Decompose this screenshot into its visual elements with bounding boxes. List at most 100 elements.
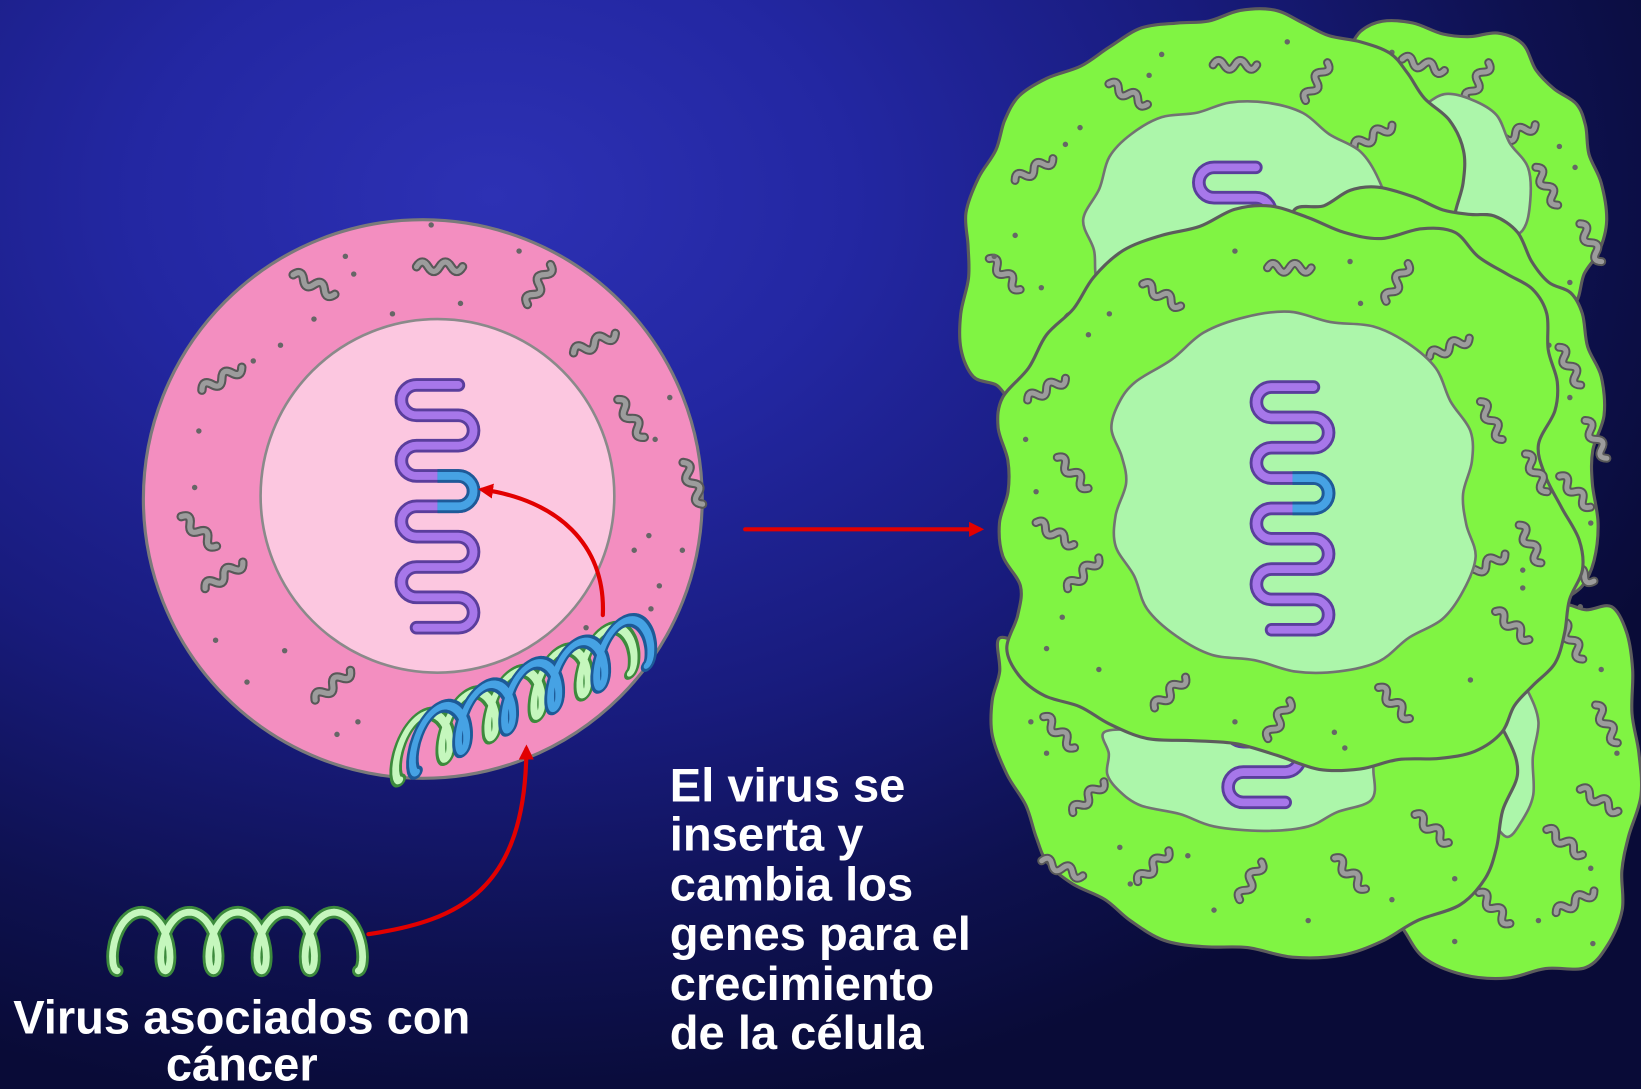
organelle — [1520, 449, 1552, 497]
granule — [583, 624, 589, 631]
granule — [244, 679, 250, 685]
granule — [1520, 585, 1526, 591]
granule — [1590, 940, 1596, 947]
organelle-body — [1332, 855, 1369, 892]
organelle-body — [312, 667, 354, 703]
organelle-body — [615, 396, 647, 440]
organelle — [613, 394, 649, 443]
organelle-body — [1235, 859, 1266, 903]
organelle — [1010, 154, 1058, 185]
annotation-line: genes para el — [670, 907, 971, 960]
granule — [1451, 938, 1458, 945]
granule — [1588, 865, 1594, 871]
organelle — [197, 362, 247, 395]
annotation-line: crecimiento — [670, 957, 934, 1010]
organelle-body — [1577, 221, 1605, 265]
granule — [1211, 907, 1217, 913]
granule — [646, 532, 652, 539]
organelle — [1475, 397, 1507, 444]
organelle — [1531, 162, 1563, 210]
organelle — [1554, 342, 1586, 390]
organelle — [1514, 520, 1546, 568]
virus-label: Virus asociados con cáncer — [13, 991, 470, 1089]
organelle-body — [1264, 260, 1314, 275]
granule — [1106, 311, 1113, 317]
granule — [652, 436, 658, 443]
viral-dna-strand — [392, 623, 638, 785]
granule — [1342, 745, 1348, 751]
organelle — [1299, 58, 1334, 106]
organelle-body — [1210, 57, 1260, 72]
granule — [355, 719, 361, 725]
cell-organelles — [1451, 616, 1623, 947]
granule — [1347, 258, 1353, 265]
organelle — [1062, 553, 1104, 594]
organelle — [1208, 56, 1262, 74]
organelle — [1575, 783, 1623, 818]
arrow-virus-to-cell — [366, 744, 534, 937]
granule — [1096, 666, 1102, 673]
cancer-cell-front — [996, 203, 1585, 773]
organelle — [1138, 278, 1186, 312]
granule — [212, 637, 219, 643]
organelle — [521, 259, 557, 310]
organelle-body — [1533, 164, 1561, 208]
virus-label-line: Virus asociados con — [13, 991, 470, 1044]
inserted-gene — [437, 472, 478, 511]
organelle — [1397, 51, 1449, 78]
organelle — [1410, 809, 1453, 848]
granule — [667, 394, 673, 401]
virus-genome — [109, 908, 367, 975]
organelle — [678, 457, 708, 509]
granule — [1305, 917, 1311, 924]
granule — [1284, 39, 1290, 45]
organelle — [1460, 58, 1495, 106]
granule — [351, 271, 357, 277]
organelle-body — [202, 559, 246, 592]
granule — [1059, 614, 1065, 620]
organelle — [1052, 452, 1093, 494]
granule — [428, 222, 434, 228]
organelle-body — [1140, 280, 1184, 310]
organelle-body — [1012, 156, 1056, 183]
organelle-body — [1134, 848, 1172, 885]
virus-genome-outline — [106, 905, 369, 978]
granule — [1085, 332, 1092, 338]
annotation-line: inserta y — [670, 807, 864, 860]
organelle-body — [680, 459, 706, 507]
organelle — [411, 257, 468, 277]
organelle — [1261, 696, 1296, 744]
organelle-body — [1556, 344, 1584, 388]
granule — [1127, 881, 1134, 887]
normal-cell-organelles — [176, 222, 708, 738]
granule — [631, 547, 637, 553]
organelle — [1031, 516, 1079, 551]
organelle-body — [1412, 811, 1451, 846]
granule — [1043, 750, 1050, 756]
granule — [196, 428, 202, 434]
arrow-insertion-to-dna — [477, 483, 605, 618]
granule — [281, 647, 288, 654]
organelle-body — [1577, 785, 1621, 816]
organelle-body — [1522, 451, 1550, 495]
organelle — [1068, 777, 1109, 818]
granule — [991, 253, 997, 260]
granule — [250, 358, 256, 364]
cancer-cell-cluster — [958, 7, 1641, 981]
organelle-body — [1477, 399, 1505, 442]
granule — [1467, 677, 1474, 683]
organelle — [568, 328, 621, 358]
annotation-text: El virus se inserta y cambia los genes p… — [670, 758, 971, 1059]
organelle — [176, 511, 222, 552]
organelle — [1104, 77, 1152, 111]
organelle-body — [1553, 888, 1597, 916]
organelle-body — [1462, 60, 1493, 104]
granule — [1012, 232, 1018, 239]
granule — [191, 484, 198, 491]
organelle-body — [1516, 522, 1544, 566]
granule — [1033, 488, 1039, 495]
granule — [1117, 844, 1123, 851]
organelle-body — [1106, 79, 1150, 109]
cell-organelles — [1028, 711, 1458, 924]
